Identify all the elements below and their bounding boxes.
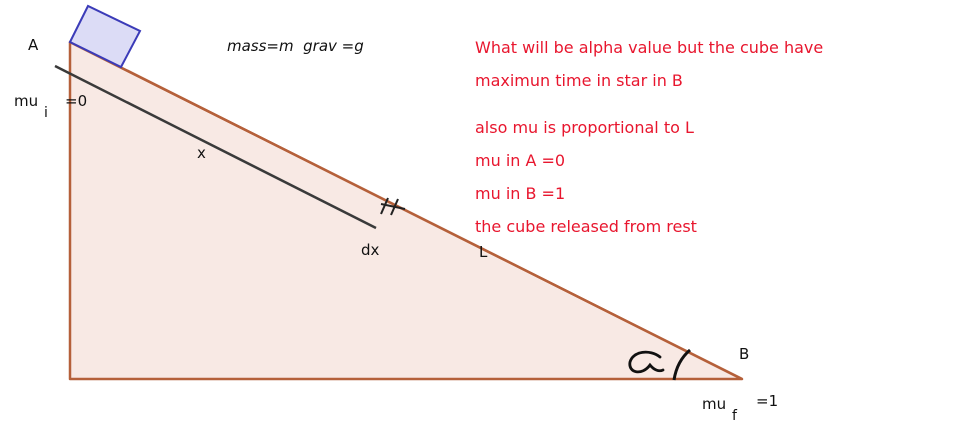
dx-label: dx [361, 241, 380, 259]
notes: What will be alpha value but the cube ha… [475, 38, 823, 236]
note-line: also mu is proportional to L [475, 118, 694, 137]
alpha-symbol [628, 350, 665, 374]
mu-top-subscript: i [44, 105, 48, 121]
mu-top-value: =0 [65, 92, 87, 110]
note-line: mu in A =0 [475, 151, 565, 170]
note-line: the cube released from rest [475, 217, 697, 236]
mu-bottom-label: mu [702, 395, 726, 413]
point-a-label: A [28, 36, 39, 54]
mu-bottom-subscript: f [732, 408, 738, 424]
cube [68, 4, 142, 69]
angle-arc [672, 348, 691, 381]
tick-mark [380, 197, 389, 215]
incline-hypotenuse [69, 40, 743, 381]
tick-mark [380, 203, 406, 210]
mu-top-label: mu [14, 92, 38, 110]
mu-bottom-value: =1 [756, 392, 778, 410]
note-line: mu in B =1 [475, 184, 565, 203]
path-line [54, 64, 377, 230]
note-line: maximun time in star in B [475, 71, 683, 90]
length-label: L [479, 243, 488, 261]
mass-grav-label: mass=m grav =g [227, 37, 364, 55]
note-line: What will be alpha value but the cube ha… [475, 38, 823, 57]
length-tick-marks [380, 197, 406, 216]
point-b-label: B [739, 345, 749, 363]
x-label: x [197, 144, 206, 162]
